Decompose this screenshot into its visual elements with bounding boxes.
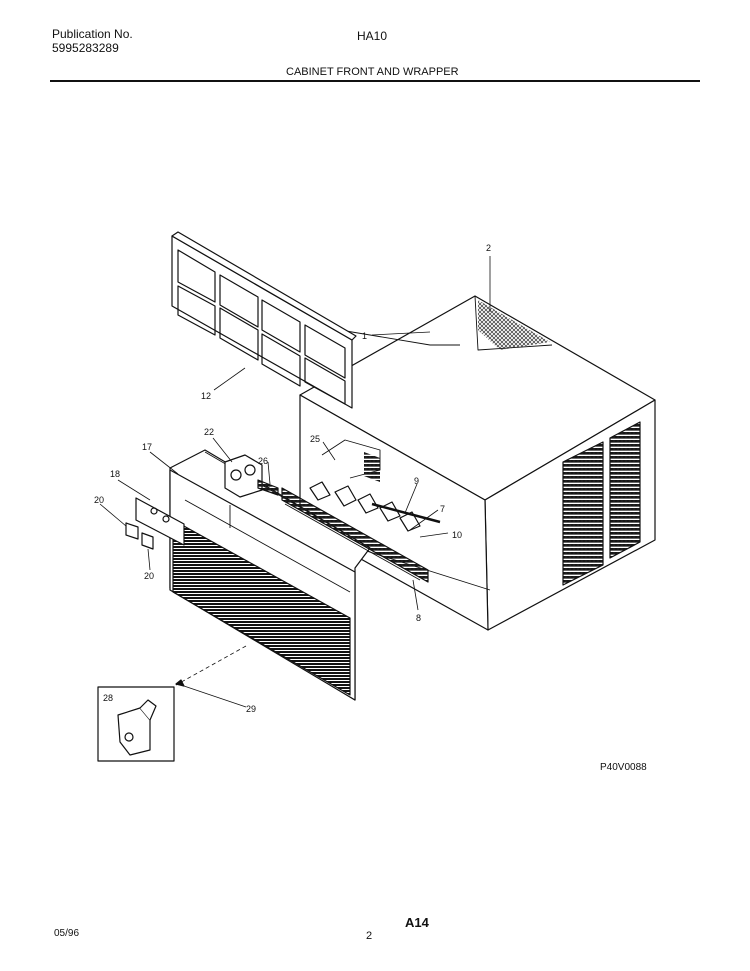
control-components bbox=[125, 454, 279, 550]
callout-22: 22 bbox=[204, 427, 214, 437]
knob-right-icon bbox=[141, 532, 154, 550]
callout-28: 28 bbox=[103, 693, 113, 703]
callout-20-lower: 20 bbox=[144, 571, 154, 581]
callout-20-upper: 20 bbox=[94, 495, 104, 505]
callout-25: 25 bbox=[310, 434, 320, 444]
knob-hole-right-icon bbox=[162, 515, 170, 523]
callout-10: 10 bbox=[452, 530, 462, 540]
callout-18: 18 bbox=[110, 469, 120, 479]
callout-7: 7 bbox=[440, 504, 445, 514]
header-rule bbox=[50, 80, 700, 82]
callouts: 2 1 12 17 18 20 20 22 26 25 9 7 10 8 28 … bbox=[94, 243, 491, 714]
top-mesh-pad bbox=[478, 300, 550, 350]
publication-number: 5995283289 bbox=[52, 41, 119, 55]
publication-label: Publication No. bbox=[52, 27, 133, 41]
footer-page-code: A14 bbox=[405, 915, 429, 930]
front-panel bbox=[169, 449, 371, 701]
leader-lines bbox=[99, 256, 491, 708]
callout-2: 2 bbox=[486, 243, 491, 253]
callout-1: 1 bbox=[362, 331, 367, 341]
screw-icon bbox=[175, 679, 185, 687]
callout-8: 8 bbox=[416, 613, 421, 623]
footer-page-number: 2 bbox=[366, 930, 373, 942]
side-louvers-left bbox=[562, 441, 604, 586]
section-title: CABINET FRONT AND WRAPPER bbox=[286, 66, 459, 78]
callout-12: 12 bbox=[201, 391, 211, 401]
filter-frame bbox=[171, 231, 357, 409]
callout-26: 26 bbox=[258, 456, 268, 466]
screw-hole-icon bbox=[124, 732, 134, 742]
callout-29: 29 bbox=[246, 704, 256, 714]
footer-date: 05/96 bbox=[54, 928, 80, 939]
side-louvers-right bbox=[609, 421, 641, 559]
inset-detail bbox=[97, 686, 175, 762]
control-plate bbox=[135, 497, 185, 546]
callout-9: 9 bbox=[414, 476, 419, 486]
knob-left-icon bbox=[125, 522, 139, 540]
knob-hole-left-icon bbox=[150, 507, 158, 515]
drawing-code: P40V0088 bbox=[600, 762, 647, 773]
callout-17: 17 bbox=[142, 442, 152, 452]
front-intake-grille bbox=[172, 519, 351, 696]
model-number: HA10 bbox=[357, 29, 388, 43]
